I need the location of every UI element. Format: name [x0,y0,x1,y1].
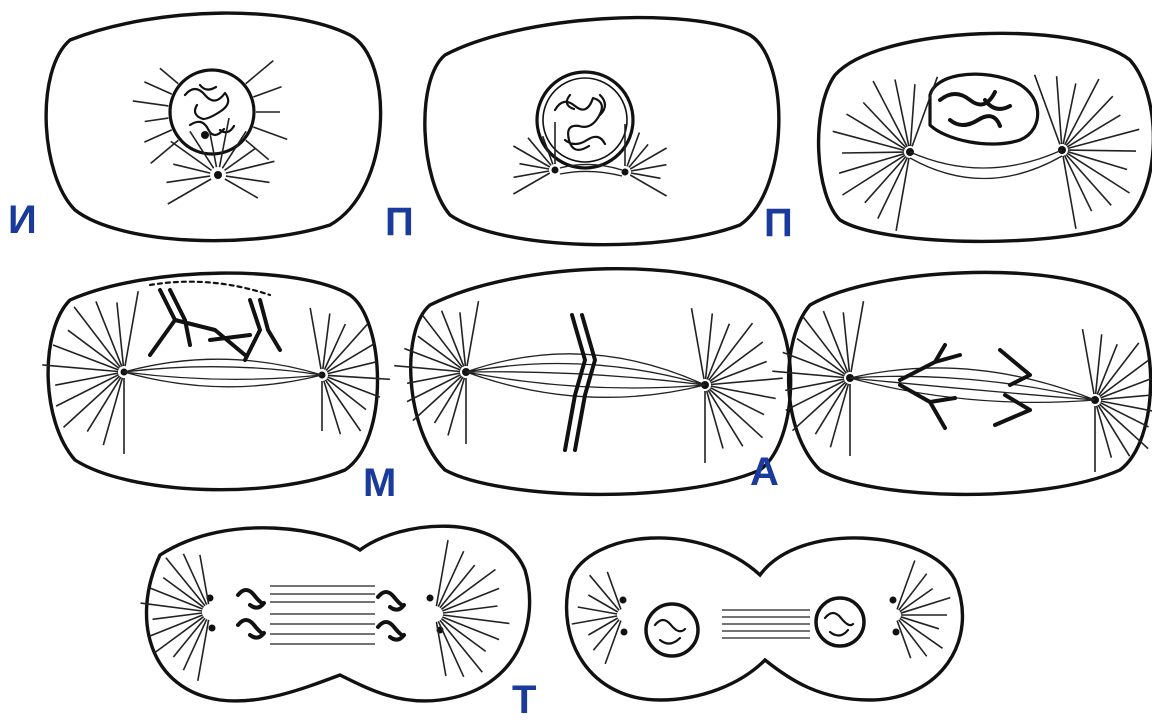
label-telophase: Т [512,680,536,720]
cell-metaphase-plate [411,269,791,495]
aster-ray [144,82,171,94]
aster-ray [200,555,209,604]
aster-ray [912,77,937,147]
cell-telophase-early [147,526,530,701]
aster-ray [1098,405,1130,456]
aster-ray [226,176,270,182]
aster-ray [692,308,705,379]
aster-ray [183,619,206,670]
aster-ray [327,379,366,410]
aster-ray [198,620,209,681]
aster-ray [418,336,461,368]
aster-ray [168,179,211,204]
aster-ray [847,114,905,149]
aster-ray [843,155,905,195]
label-prophase-early: П [385,202,414,242]
aster-ray [253,127,287,139]
aster-ray [163,578,203,608]
aster-ray [1068,150,1136,151]
aster-ray [328,375,390,379]
aster-ray [1099,343,1139,395]
aster-ray [1083,329,1095,394]
aster-ray [851,301,864,372]
aster-ray [310,308,321,369]
aster-ray [154,617,204,654]
aster-ray [246,61,274,84]
label-prophase-late: П [764,203,793,243]
aster-ray [68,330,119,368]
label-interphase: И [8,200,37,240]
cell-interphase [46,13,380,241]
aster-ray [167,176,211,182]
cell-prophase-late [819,33,1152,241]
aster-ray [183,554,206,605]
aster-ray [436,540,448,606]
aster-ray [440,620,482,672]
cell-prophase-early [425,18,779,245]
aster-ray [842,152,904,153]
aster-ray [1067,153,1129,193]
aster-ray [87,377,121,432]
aster-ray [710,342,763,381]
aster-ray [438,621,463,677]
aster-ray [630,175,666,196]
aster-ray [443,615,510,624]
aster-ray [326,324,367,370]
aster-ray [253,87,281,97]
aster-ray [133,101,169,106]
aster-ray [708,390,743,446]
aster-ray [1100,361,1148,397]
aster-ray [225,179,258,198]
aster-ray [74,307,120,367]
aster-ray [441,570,495,610]
aster-ray [144,130,171,142]
aster-ray [226,161,275,173]
aster-ray [440,565,475,608]
aster-ray [160,68,178,83]
aster-ray [1057,76,1062,144]
label-metaphase: М [363,463,396,503]
aster-ray [125,291,138,366]
aster-ray [797,339,845,375]
aster-ray [422,315,462,367]
aster-ray [145,118,169,121]
cell-telophase-late [567,538,963,700]
aster-ray [166,558,205,606]
aster-ray [910,84,915,146]
label-anaphase: А [750,452,779,492]
aster-ray [438,551,463,607]
aster-ray [803,316,847,373]
aster-ray [441,619,485,652]
aster-ray [467,301,479,366]
aster-ray [709,323,753,380]
aster-ray [246,140,269,159]
